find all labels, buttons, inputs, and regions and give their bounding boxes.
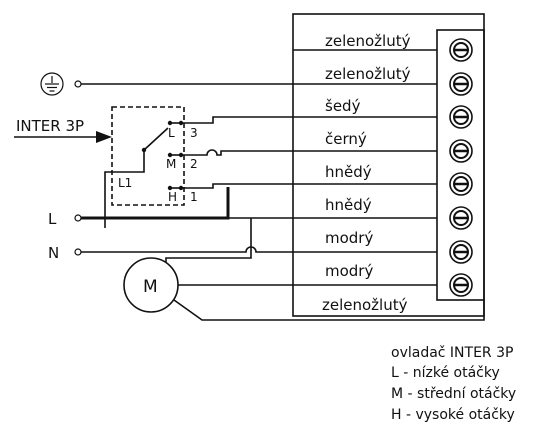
line-terminal xyxy=(74,214,82,222)
switch-letter-m: M xyxy=(166,157,176,171)
terminal-screw xyxy=(449,72,473,96)
switch-number-2: 2 xyxy=(190,157,198,171)
neutral-terminal xyxy=(74,248,82,256)
switch-number-3: 3 xyxy=(190,126,198,140)
legend-line-2: L - nízké otáčky xyxy=(391,365,500,381)
legend-line-3: M - střední otáčky xyxy=(391,386,516,402)
legend-line-1: ovladač INTER 3P xyxy=(391,345,513,361)
wire-label-4: černý xyxy=(325,130,367,148)
wire-5 xyxy=(181,183,437,189)
terminal-screw xyxy=(449,240,473,264)
wire-3 xyxy=(181,116,437,124)
terminal-screw xyxy=(449,38,473,62)
terminal-screw xyxy=(449,206,473,230)
switch-arrow-head xyxy=(96,131,112,143)
switch-number-1: 1 xyxy=(190,190,198,204)
wire-label-2: zelenožlutý xyxy=(325,65,411,83)
wire-label-3: šedý xyxy=(325,97,361,115)
motor-wire-top xyxy=(165,218,252,262)
switch-pivot xyxy=(141,147,147,153)
wire-7 xyxy=(81,246,437,253)
ground-icon xyxy=(40,72,64,96)
wire-4 xyxy=(181,149,437,156)
terminal-strip xyxy=(436,29,485,301)
terminal-screws xyxy=(449,38,473,297)
switch-letter-l: L xyxy=(168,126,175,140)
switch-box xyxy=(111,106,185,206)
motor-label: M xyxy=(143,277,158,297)
terminal-screw xyxy=(449,273,473,297)
wire-label-bottom: zelenožlutý xyxy=(322,296,408,314)
switch-input-wire xyxy=(104,150,145,228)
line-label: L xyxy=(48,210,57,228)
wire-label-6: hnědý xyxy=(325,196,372,214)
neutral-label: N xyxy=(48,244,59,262)
switch-lever xyxy=(143,127,169,151)
wire-label-7: modrý xyxy=(325,229,373,247)
wire-label-8: modrý xyxy=(325,262,373,280)
ground-terminal xyxy=(74,80,82,88)
wire-labels: zelenožlutý zelenožlutý šedý černý hnědý… xyxy=(322,32,411,314)
switch-letter-h: H xyxy=(168,190,177,204)
switch-input-label: L1 xyxy=(118,176,132,190)
legend-line-4: H - vysoké otáčky xyxy=(391,407,515,423)
wire-label-5: hnědý xyxy=(325,163,372,181)
wire-label-1: zelenožlutý xyxy=(325,32,411,50)
terminal-screw xyxy=(449,139,473,163)
switch-label: INTER 3P xyxy=(16,117,84,135)
legend: ovladač INTER 3P L - nízké otáčky M - st… xyxy=(391,345,516,423)
terminal-screw xyxy=(449,105,473,129)
wire-6 xyxy=(81,187,230,220)
motor-ground-wire xyxy=(173,299,485,321)
terminal-screw xyxy=(449,172,473,196)
